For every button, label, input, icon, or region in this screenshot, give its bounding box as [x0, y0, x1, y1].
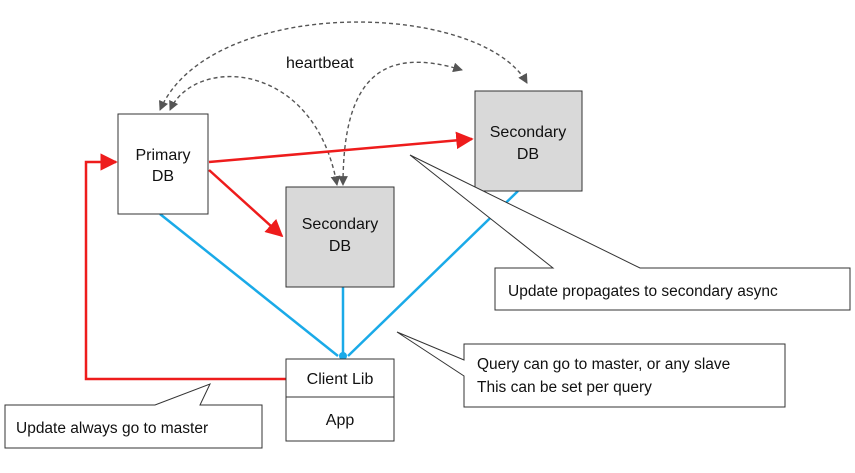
query-junction: [339, 352, 347, 360]
update-client-to-primary: [84, 153, 286, 381]
secondary-db-mid-label-line2: DB: [329, 238, 351, 255]
client-lib-label: Client Lib: [307, 371, 374, 388]
secondary-db-top-label-line1: Secondary: [490, 124, 567, 141]
callout-propagate-text: Update propagates to secondary async: [508, 283, 778, 300]
update-primary-to-secondary-mid: [208, 169, 284, 238]
callout-propagate: Update propagates to secondary async: [409, 154, 851, 311]
update-primary-to-secondary-top: [208, 131, 474, 164]
secondary-db-mid-node: Secondary DB: [285, 186, 395, 288]
heartbeat-primary-secondary-top: [159, 21, 528, 111]
app-label: App: [326, 412, 355, 429]
query-line-primary: [159, 213, 339, 357]
app-box: [285, 396, 395, 442]
primary-db-label-line1: Primary: [135, 147, 190, 164]
secondary-db-top-node: Secondary DB: [474, 90, 583, 192]
client-lib-box: [285, 358, 395, 398]
callout-query-line2: This can be set per query: [477, 379, 652, 396]
primary-db-node: Primary DB: [117, 113, 209, 215]
secondary-db-top-label-line2: DB: [517, 146, 539, 163]
callout-master: Update always go to master: [4, 383, 263, 449]
callout-query: Query can go to master, or any slave Thi…: [396, 331, 786, 408]
heartbeat-label: heartbeat: [286, 55, 354, 72]
heartbeat-primary-secondary-mid: [169, 75, 341, 186]
update-arrows: [84, 131, 474, 381]
heartbeat-secondary-top-secondary-mid: [338, 61, 463, 186]
client-stack: Client Lib App: [285, 358, 395, 442]
callout-query-line1: Query can go to master, or any slave: [477, 356, 730, 373]
callout-master-text: Update always go to master: [16, 420, 208, 437]
primary-db-label-line2: DB: [152, 168, 174, 185]
secondary-db-mid-label-line1: Secondary: [302, 216, 379, 233]
